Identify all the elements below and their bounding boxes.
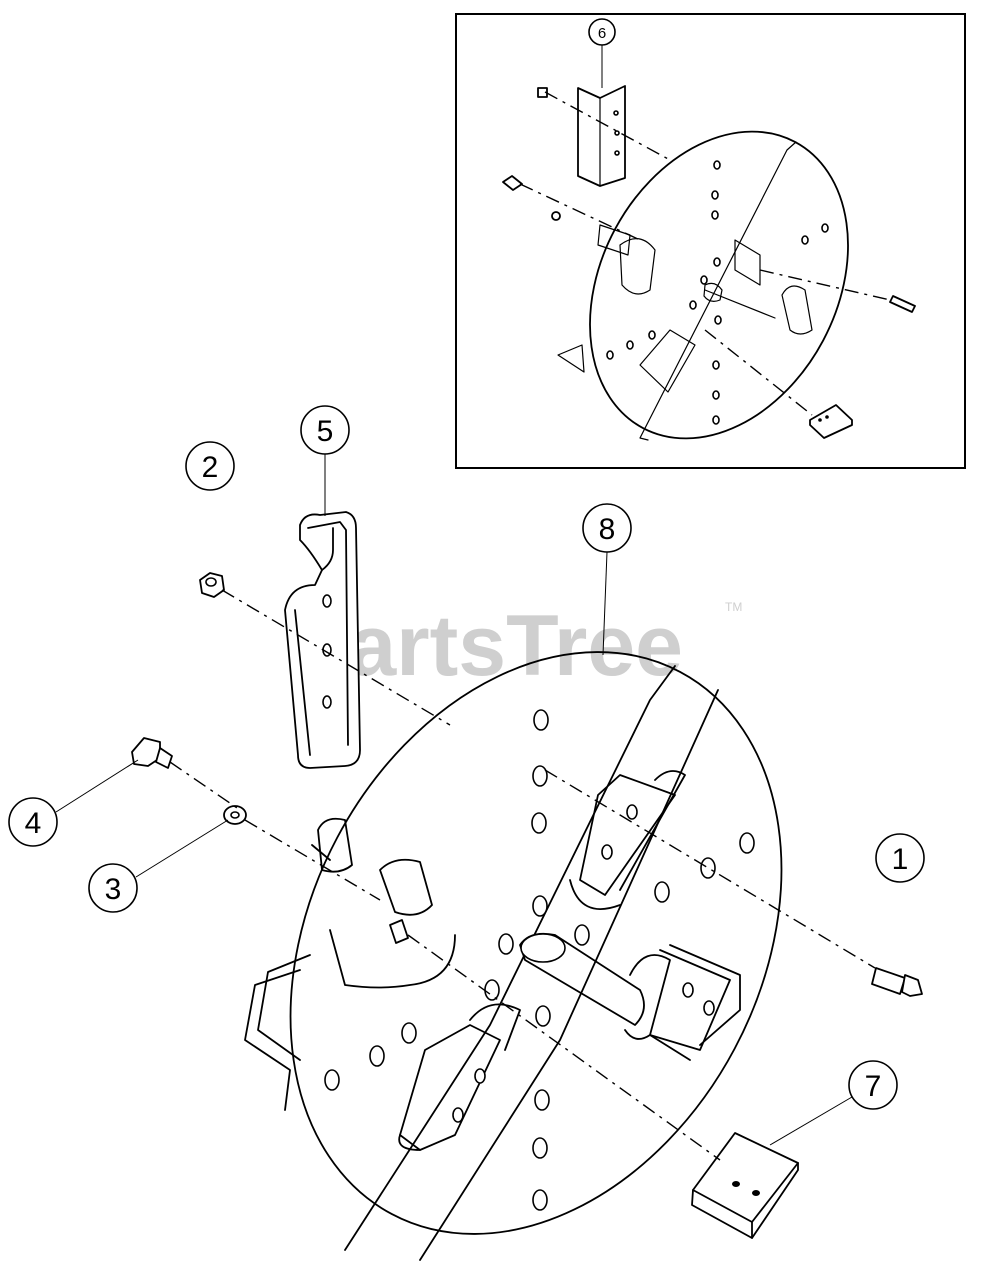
svg-text:6: 6 xyxy=(598,25,606,42)
callout-2[interactable]: 2 xyxy=(185,441,235,491)
bolt xyxy=(131,737,173,769)
inset-bracket xyxy=(577,85,626,187)
nut xyxy=(199,572,225,598)
callout-8[interactable]: 8 xyxy=(582,503,632,553)
svg-text:3: 3 xyxy=(105,873,122,906)
inset-bolt-right xyxy=(889,295,916,313)
svg-text:7: 7 xyxy=(865,1070,882,1103)
washer xyxy=(223,805,247,825)
callout-6[interactable]: 6 xyxy=(588,18,616,46)
callout-5[interactable]: 5 xyxy=(300,405,350,455)
svg-text:5: 5 xyxy=(317,415,334,448)
inset-disc xyxy=(557,130,849,441)
disc-plate xyxy=(244,651,783,1261)
callout-3[interactable]: 3 xyxy=(88,863,138,913)
right-bolt xyxy=(871,967,923,997)
inset-block xyxy=(809,404,853,439)
bracket xyxy=(284,511,361,769)
watermark-tm: TM xyxy=(725,600,742,614)
callout-4[interactable]: 4 xyxy=(8,797,58,847)
svg-text:4: 4 xyxy=(25,807,42,840)
svg-text:2: 2 xyxy=(202,451,219,484)
block xyxy=(691,1132,799,1239)
callout-1[interactable]: 1 xyxy=(875,833,925,883)
svg-text:1: 1 xyxy=(892,843,909,876)
assembly-lines xyxy=(169,589,876,1161)
inset-view: 6 xyxy=(455,13,966,469)
inset-washer xyxy=(551,211,561,221)
callout-7[interactable]: 7 xyxy=(848,1060,898,1110)
svg-text:8: 8 xyxy=(599,513,616,546)
inset-bolt xyxy=(502,175,523,191)
